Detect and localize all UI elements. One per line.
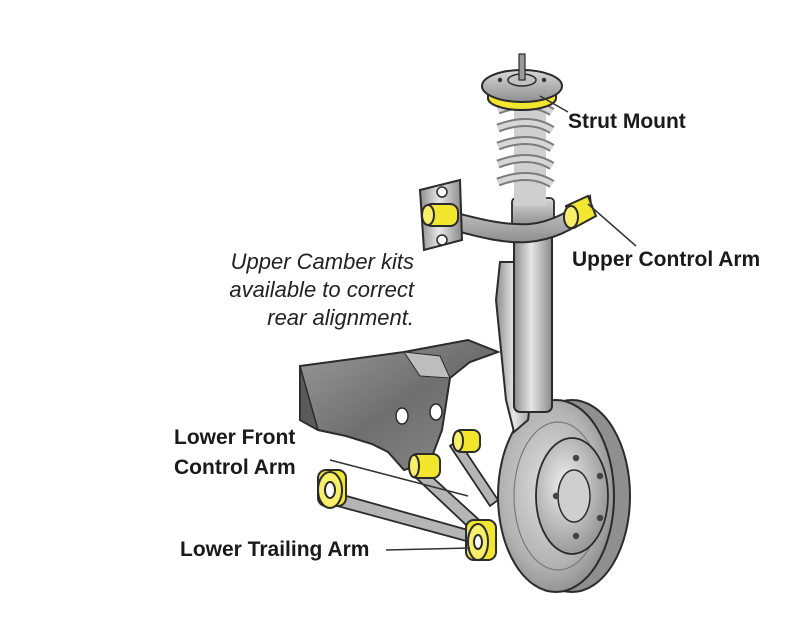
label-lower-front-control-arm-line2: Control Arm <box>174 456 296 479</box>
label-upper-control-arm: Upper Control Arm <box>572 248 761 271</box>
leader-lines <box>329 95 637 551</box>
camber-kit-note-line3: rear alignment. <box>267 305 414 330</box>
bushings <box>317 194 598 561</box>
leader-upper-control-arm <box>587 203 637 247</box>
leader-strut-mount <box>539 95 569 113</box>
label-lower-front-control-arm-line1: Lower Front <box>174 426 296 449</box>
strut-mount <box>481 53 563 111</box>
leader-lower-trailing-arm <box>385 547 471 551</box>
camber-kit-note: Upper Camber kits available to correct r… <box>229 248 414 332</box>
label-lower-trailing-arm: Lower Trailing Arm <box>180 538 370 561</box>
subframe-bracket <box>299 338 501 472</box>
camber-kit-note-line2: available to correct <box>229 277 414 302</box>
camber-kit-note-line1: Upper Camber kits <box>230 249 414 274</box>
label-strut-mount: Strut Mount <box>568 110 686 133</box>
brake-disc <box>497 399 631 593</box>
leader-lower-front-control-arm <box>329 459 469 497</box>
